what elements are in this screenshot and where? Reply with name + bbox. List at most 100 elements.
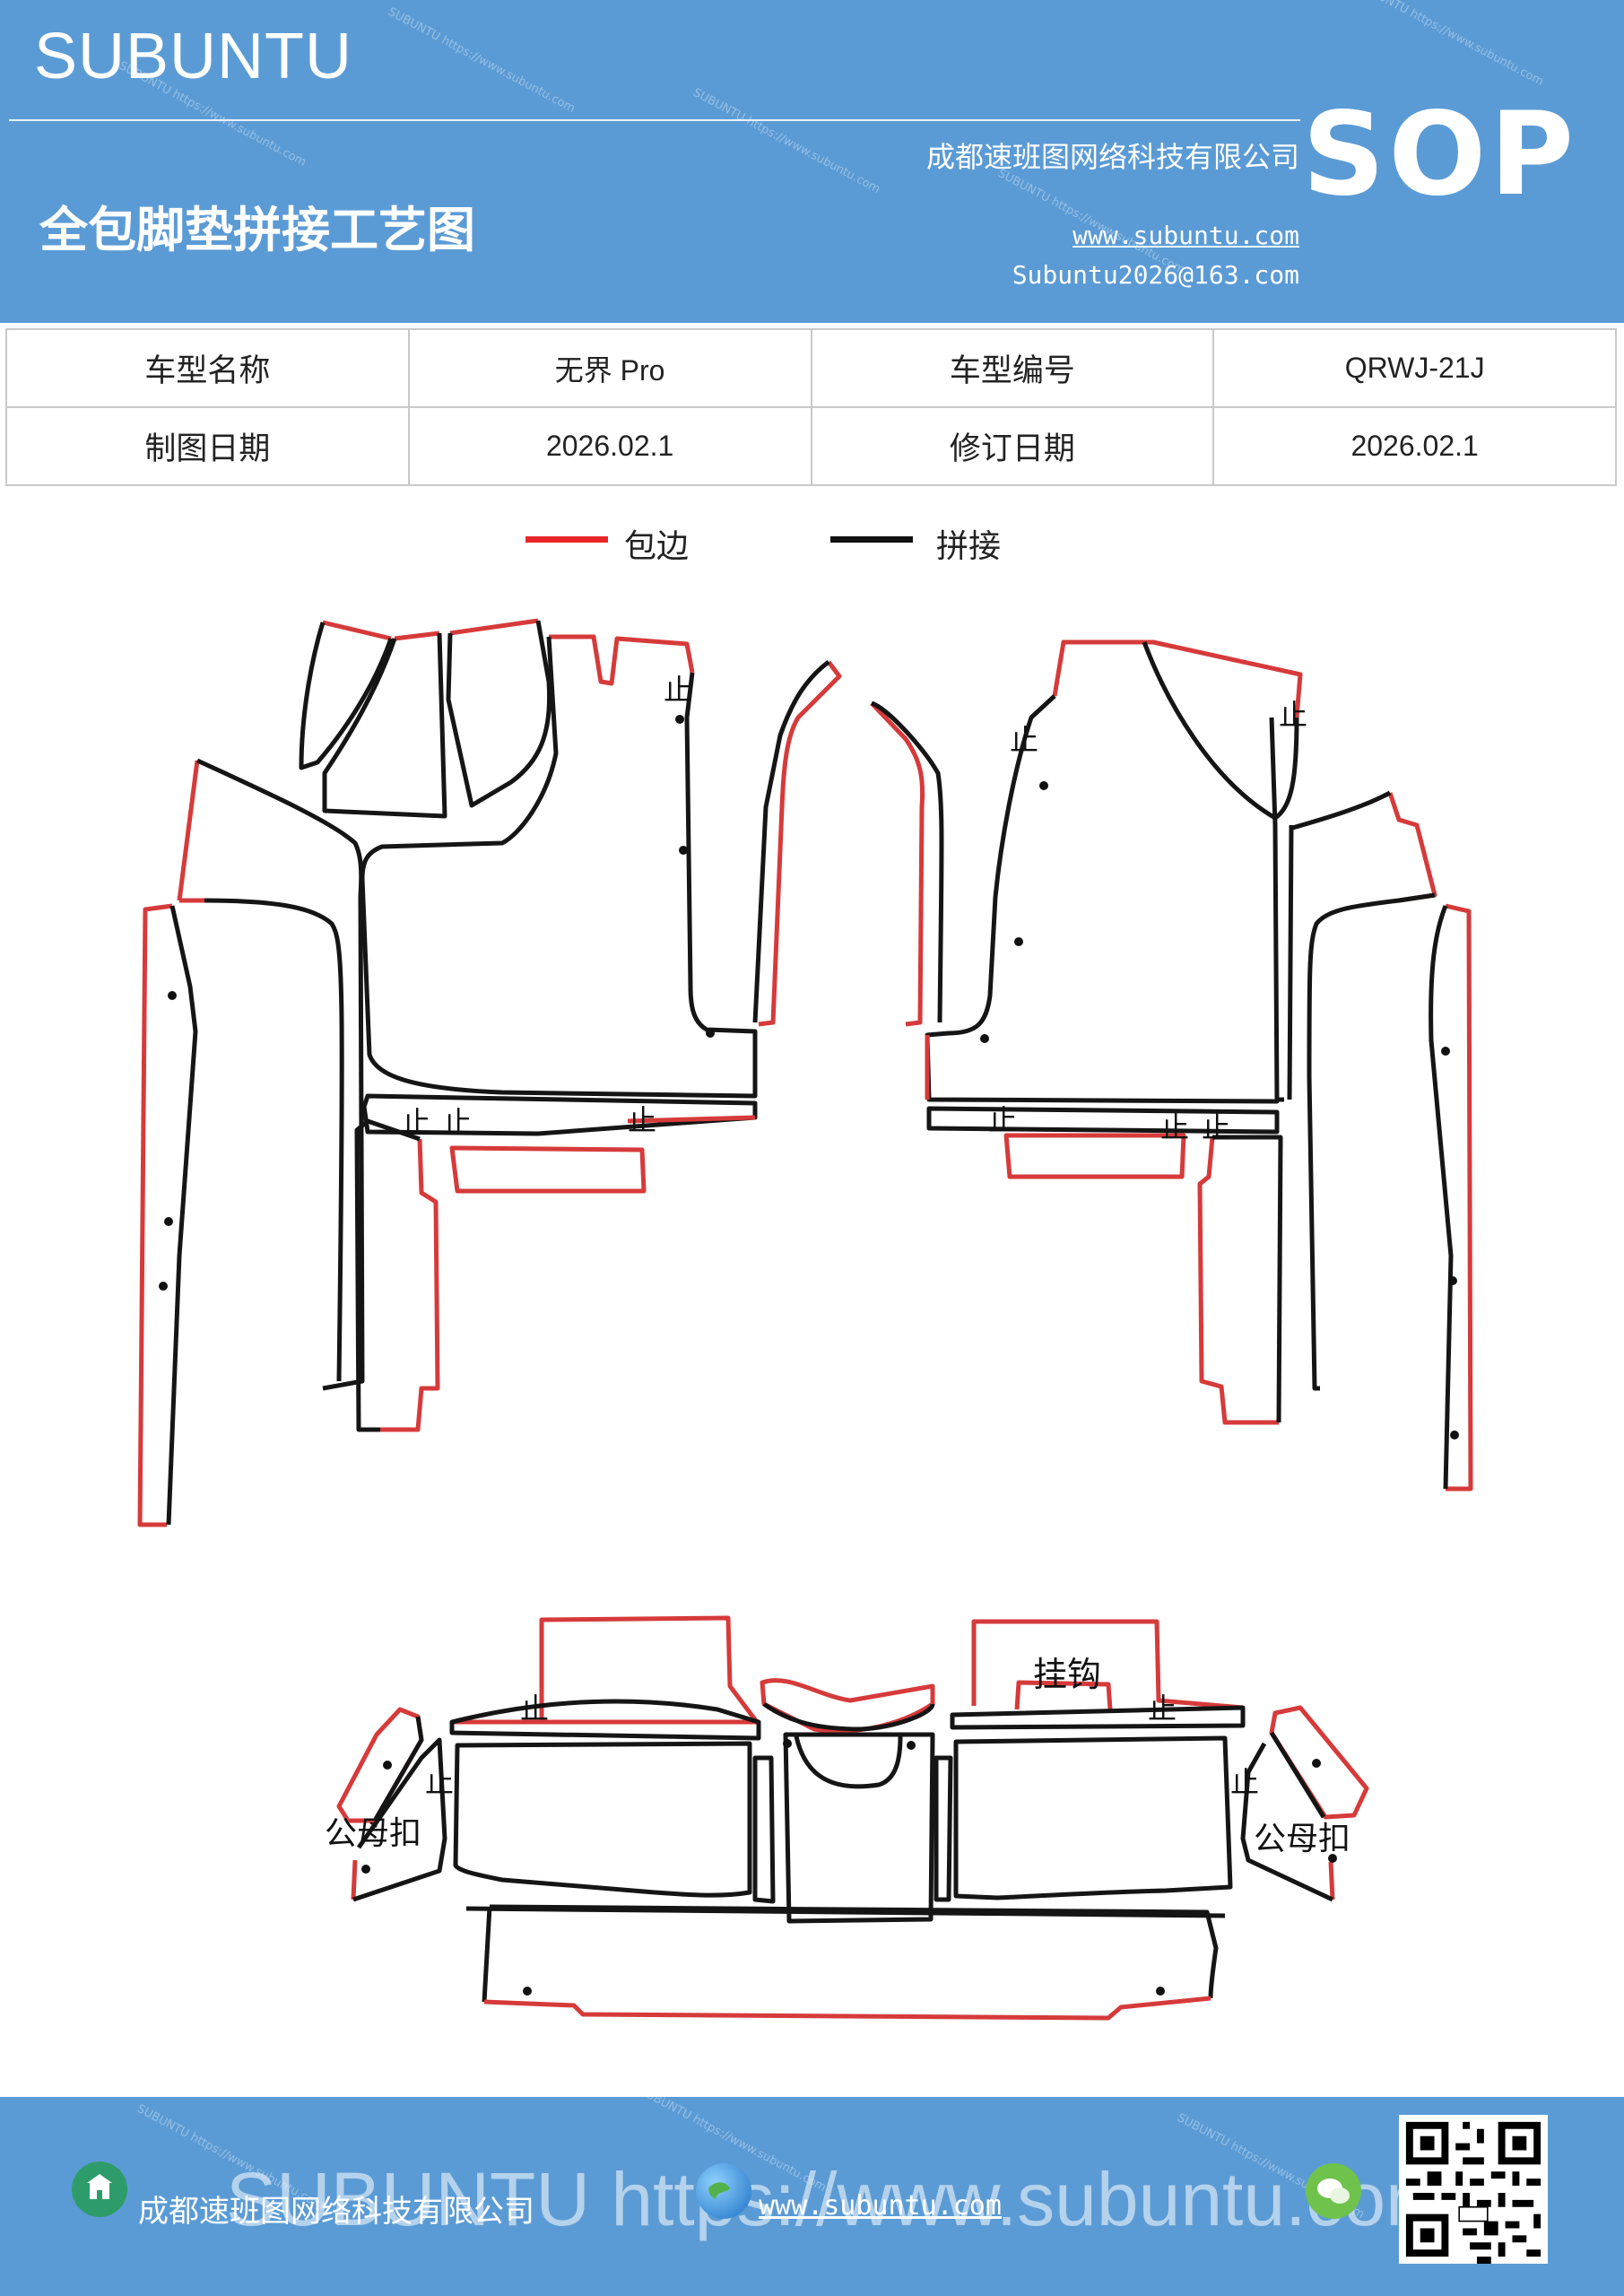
website-link[interactable]: www.subuntu.com xyxy=(1073,221,1299,250)
header-banner: SUBUNTU https://www.subuntu.com SUBUNTU … xyxy=(0,0,1624,323)
splice-piece xyxy=(783,1732,935,1924)
splice-piece xyxy=(195,758,365,1391)
legend-edge-binding-label: 包边 xyxy=(624,528,690,565)
edge-binding xyxy=(1445,903,1473,1492)
edge-binding xyxy=(137,903,173,1527)
legend: 包边 拼接 xyxy=(0,520,1624,574)
footer-company-name: 成都速班图网络科技有限公司 xyxy=(138,2194,534,2230)
table-row: 制图日期 2026.02.1 修订日期 2026.02.1 xyxy=(5,406,1617,486)
legend-splice-swatch xyxy=(830,536,913,543)
footer-website-link[interactable]: www.subuntu.com xyxy=(759,2190,1002,2222)
splice-piece xyxy=(752,1755,776,1904)
wechat-icon xyxy=(1306,2163,1361,2219)
splice-piece xyxy=(453,1741,752,1898)
fixing-point xyxy=(361,1865,370,1874)
fixing-point xyxy=(1450,1431,1459,1439)
splice-piece xyxy=(794,1735,903,1789)
edge-binding xyxy=(177,760,200,901)
edge-binding xyxy=(1328,1861,1335,1900)
revision-date-value: 2026.02.1 xyxy=(1212,406,1617,486)
splice-piece xyxy=(752,660,830,1023)
fixing-point xyxy=(1312,1759,1321,1768)
footer-watermark: SUBUNTU https://www.subuntu.com xyxy=(226,2157,1449,2241)
edge-binding xyxy=(1052,639,1303,718)
splice-piece xyxy=(360,636,758,1099)
stop-mark: 止 xyxy=(1010,723,1038,757)
splice-piece xyxy=(870,700,944,1023)
edge-binding xyxy=(539,1615,759,1724)
edge-binding xyxy=(549,634,695,686)
splice-piece xyxy=(1307,892,1436,1391)
splice-piece xyxy=(354,1118,421,1432)
splice-piece xyxy=(482,1906,492,2003)
edge-binding xyxy=(449,618,539,636)
right-front-mat xyxy=(870,639,1473,1492)
stop-mark: 止 xyxy=(1202,1110,1230,1144)
splice-piece xyxy=(372,1716,424,1822)
fixing-point xyxy=(1448,1276,1457,1285)
revision-date-label: 修订日期 xyxy=(810,406,1215,486)
edge-binding xyxy=(322,620,392,641)
fixing-point xyxy=(783,1739,792,1748)
fixing-point xyxy=(679,846,688,855)
table-row: 车型名称 无界 Pro 车型编号 QRWJ-21J xyxy=(5,328,1617,408)
stop-mark: 止 xyxy=(425,1765,454,1799)
splice-piece xyxy=(1289,790,1392,831)
model-code-label: 车型编号 xyxy=(810,328,1215,408)
fixing-point xyxy=(1156,1987,1165,1996)
stop-mark: 止 xyxy=(628,1103,656,1137)
fixing-point xyxy=(1441,1047,1450,1056)
company-name: 成都速班图网络科技有限公司 xyxy=(925,140,1299,174)
fixing-point xyxy=(1039,781,1048,790)
splice-piece xyxy=(762,1701,935,1732)
splice-piece xyxy=(1429,905,1454,1490)
edge-binding xyxy=(351,1859,358,1900)
splice-piece xyxy=(1212,1135,1283,1423)
footer-banner: SUBUNTU https://www.subuntu.com SUBUNTU … xyxy=(0,2097,1624,2296)
edge-binding xyxy=(758,660,842,1027)
drawing-date-label: 制图日期 xyxy=(5,406,410,486)
edge-binding xyxy=(449,1145,647,1194)
model-name-label: 车型名称 xyxy=(5,328,410,408)
splice-piece xyxy=(489,1904,1219,1999)
brand-name: SUBUNTU xyxy=(34,21,353,92)
edge-binding xyxy=(627,1115,756,1124)
drawing-date-value: 2026.02.1 xyxy=(407,406,812,486)
legend-edge-binding-swatch xyxy=(525,536,608,543)
edge-binding xyxy=(1014,1680,1113,1710)
rear-mat xyxy=(336,1615,1369,2021)
splice-piece xyxy=(299,622,394,770)
splice-piece xyxy=(446,620,552,808)
model-name-value: 无界 Pro xyxy=(407,328,812,408)
splice-piece xyxy=(322,632,447,819)
stop-mark: 止 xyxy=(443,1105,472,1139)
stop-mark: 止 xyxy=(1230,1765,1259,1799)
splice-piece xyxy=(361,1093,758,1136)
stop-mark: 止 xyxy=(402,1105,430,1139)
edge-binding xyxy=(971,1619,1244,1710)
edge-binding xyxy=(870,701,925,1027)
header-divider xyxy=(9,119,1300,121)
edge-binding xyxy=(394,631,440,641)
stop-mark: 止 xyxy=(1279,698,1307,732)
edge-binding xyxy=(1197,1136,1279,1425)
fixing-point xyxy=(706,1029,715,1038)
splice-piece xyxy=(925,694,1280,1104)
stop-mark: 止 xyxy=(1160,1110,1189,1144)
floor-mat-pattern-drawing: 止 止 止 止 止 止 止 止 止 止 止 止 止 挂钩 公母扣 公母扣 xyxy=(137,618,1473,2021)
stop-mark: 止 xyxy=(664,673,692,707)
splice-piece xyxy=(352,1737,447,1902)
splice-piece xyxy=(449,1699,761,1741)
splice-piece xyxy=(934,1755,953,1902)
splice-piece xyxy=(1269,1731,1326,1819)
edge-binding xyxy=(1003,1133,1186,1179)
qr-code xyxy=(1399,2115,1548,2264)
fixing-point xyxy=(980,1034,989,1043)
splice-piece xyxy=(465,1906,1226,1918)
fixing-point xyxy=(675,715,684,724)
fixing-point xyxy=(523,1987,532,1996)
building-icon xyxy=(72,2161,127,2217)
stop-marks: 止 止 止 止 止 止 止 止 止 止 止 止 止 xyxy=(402,673,1307,1799)
page-title: 全包脚垫拼接工艺图 xyxy=(39,201,475,258)
hook-label: 挂钩 xyxy=(1033,1655,1101,1694)
